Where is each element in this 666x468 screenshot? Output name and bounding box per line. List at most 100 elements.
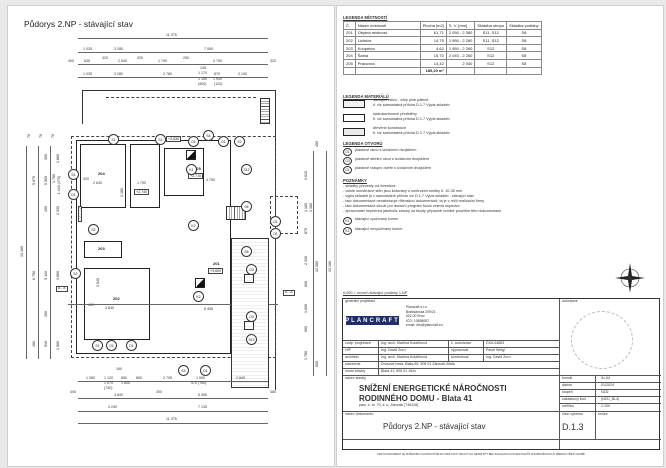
room-203-walls bbox=[84, 241, 122, 258]
person-name: Ing. David Zurn bbox=[381, 348, 406, 352]
dim-line-left-2 bbox=[38, 146, 39, 359]
dim-line-bottom-3 bbox=[78, 411, 268, 412]
tag-o1-right2: O1 bbox=[270, 228, 281, 239]
dim-text: 1 120 bbox=[104, 376, 113, 380]
col-header: Č. bbox=[343, 21, 356, 30]
cell: 201 bbox=[343, 28, 356, 38]
dim-text: 400 bbox=[70, 390, 76, 394]
dim-text: 3 840 bbox=[114, 393, 123, 397]
dim-text: 7 135 bbox=[198, 405, 207, 409]
cell: S8 bbox=[506, 28, 542, 38]
chimney-tag-icon: K2 bbox=[343, 227, 352, 235]
dim-text: 5 110 bbox=[44, 271, 48, 280]
tb-row-line bbox=[343, 354, 559, 355]
floor-plan-page: Půdorys 2.NP - stávající stav 11 375 1 0… bbox=[7, 5, 335, 467]
roof-window-o3-b bbox=[244, 321, 254, 330]
tag-s2-left2: S2 bbox=[70, 268, 81, 279]
dim-line-right-1 bbox=[313, 151, 314, 376]
balcony-outline bbox=[270, 196, 298, 234]
dim-text: 5 560 bbox=[44, 176, 48, 185]
dim-text: 380 bbox=[270, 390, 276, 394]
meta-label: datum bbox=[562, 383, 572, 387]
note-item: - tato dokumentace nenahrazuje dílenskou… bbox=[343, 199, 485, 203]
role-label: zodp. projektant bbox=[345, 341, 371, 345]
dim-text: (730) bbox=[104, 386, 113, 390]
notes-title: POZNÁMKY bbox=[343, 178, 367, 183]
tb-row-line bbox=[343, 375, 661, 376]
dim-text: 970 (760) bbox=[191, 381, 207, 385]
tb-row-line bbox=[343, 411, 661, 412]
chimney-label: stávající využívaný komín bbox=[355, 217, 399, 221]
person-name: Ing. arch. Martina Kolaříková bbox=[381, 355, 427, 359]
company-line: 602 00 Brno bbox=[406, 314, 425, 319]
stamp-area bbox=[571, 311, 633, 369]
room-204-label: 204 bbox=[98, 171, 105, 176]
dim-text: 12 580 bbox=[315, 261, 319, 272]
dim-text: 635 bbox=[84, 59, 90, 63]
drawing-title: Půdorys 2.NP - stávající stav bbox=[24, 19, 133, 29]
cell: 205 bbox=[343, 58, 356, 68]
dim-text: 3 610 bbox=[304, 171, 308, 180]
dim-text: 1 035 bbox=[83, 72, 92, 76]
role-label: HIP bbox=[345, 348, 351, 352]
dim-text: 910 bbox=[44, 341, 48, 347]
tag-s12b: S12 bbox=[246, 334, 257, 345]
meta-value: NZÚ bbox=[601, 390, 609, 394]
dim-line-bottom-2 bbox=[78, 398, 268, 399]
meta-label: měřítko bbox=[562, 404, 574, 408]
dim-text: 320 bbox=[137, 56, 143, 60]
dim-text: 7 060 bbox=[204, 47, 213, 51]
cell: S11, S12 bbox=[474, 36, 508, 45]
tb-col-line bbox=[378, 340, 379, 375]
swatch-wood-icon bbox=[343, 128, 365, 136]
dim-text: 145 bbox=[200, 66, 206, 70]
cell: 2 040 bbox=[445, 58, 476, 68]
legend-page: LEGENDA MÍSTNOSTÍ Č. Název místnosti Plo… bbox=[336, 5, 664, 467]
dim-text: 160 bbox=[116, 367, 122, 371]
meta-label: zakázkový kód bbox=[562, 397, 586, 401]
tb-row-line bbox=[343, 439, 661, 440]
tag-s6b: S6 bbox=[241, 246, 252, 257]
dim-text: 70 bbox=[51, 134, 55, 138]
tag-o1: O1 bbox=[188, 136, 199, 147]
material-label: stávající zdivo - cihly plné pálené bbox=[373, 98, 429, 102]
room-205-walls bbox=[130, 144, 160, 208]
sheet-number: D.1.3 bbox=[562, 422, 584, 432]
dim-text: 2 640 bbox=[118, 59, 127, 63]
cell: S8 bbox=[506, 43, 542, 53]
dim-text: 450 bbox=[315, 141, 319, 147]
meta-value: 01/2024 bbox=[601, 383, 614, 387]
level-marker: +3,600 bbox=[208, 268, 224, 274]
dim-line-overall-top bbox=[78, 38, 268, 39]
north-arrow-icon bbox=[615, 263, 645, 293]
col-header: Plocha [m2] bbox=[419, 21, 447, 30]
dim-text: 320 bbox=[102, 56, 108, 60]
dim-text: 300 bbox=[44, 311, 48, 317]
dim-text: 3 180 bbox=[120, 188, 124, 197]
opening-label: plastové vstupní dveře s izolačním dvojs… bbox=[355, 166, 431, 170]
document-title: Půdorys 2.NP - stávající stav bbox=[383, 422, 486, 431]
dim-text: 1 780 bbox=[304, 351, 308, 360]
tb-row-line bbox=[559, 389, 661, 390]
meta-value: (NZÚ_BL4) bbox=[601, 397, 620, 401]
tb-row-line bbox=[559, 403, 661, 404]
cell: 15,70 bbox=[419, 51, 447, 60]
room-205b-walls bbox=[164, 148, 204, 196]
role-label: kontroloval bbox=[451, 355, 469, 359]
dim-text: 1 600 bbox=[304, 304, 308, 313]
dim-line-row2 bbox=[78, 64, 268, 65]
opening-tag-icon: O3 bbox=[343, 157, 352, 165]
dim-text: 600 bbox=[304, 281, 308, 287]
cell: S12 bbox=[474, 58, 508, 68]
role-label: architekt bbox=[345, 355, 359, 359]
dim-line-left-overall bbox=[26, 146, 27, 359]
dim-text: 300 bbox=[44, 154, 48, 160]
dim-text: 70 bbox=[27, 134, 31, 138]
note-item: - zpracovatel nepřebírá jakékoliv záruky… bbox=[343, 209, 502, 213]
project-title-line2: RODINNÉHO DOMU - Blata 41 bbox=[359, 394, 473, 403]
legend-rooms-title: LEGENDA MÍSTNOSTÍ bbox=[343, 15, 388, 20]
cell: S8 bbox=[506, 58, 542, 68]
company-line: Plancraft s.r.o. bbox=[406, 305, 428, 309]
